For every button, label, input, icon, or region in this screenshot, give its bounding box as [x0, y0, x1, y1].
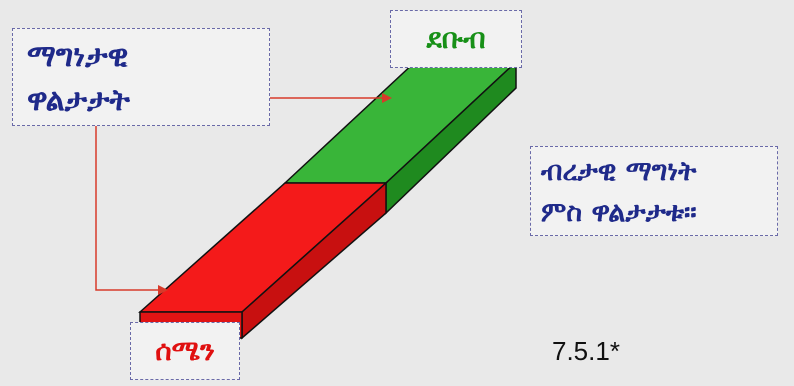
- north-pole-top-face: [283, 61, 518, 184]
- bar-magnet: [138, 60, 518, 340]
- arrow-to-south: [95, 126, 160, 291]
- magnetic-poles-label: ማግነታዊ ዋልታታት: [12, 28, 270, 126]
- north-pole-label: ደቡብ: [390, 10, 522, 68]
- bar-magnet-label: ብረታዊ ማግነት ምስ ዋልታታቱ።: [530, 146, 778, 236]
- arrowhead-north: [382, 93, 392, 103]
- south-pole-label: ሰሜን: [130, 322, 240, 380]
- pointer-arrows: [95, 93, 392, 295]
- bar-magnet-label-line2: ምስ ዋልታታቱ።: [541, 197, 697, 228]
- arrowhead-south: [158, 285, 168, 295]
- bar-magnet-label-line1: ብረታዊ ማግነት: [541, 156, 697, 187]
- magnetic-poles-label-line2: ዋልታታት: [27, 83, 130, 118]
- figure-number: 7.5.1*: [552, 336, 620, 366]
- magnetic-poles-label-line1: ማግነታዊ: [27, 39, 129, 74]
